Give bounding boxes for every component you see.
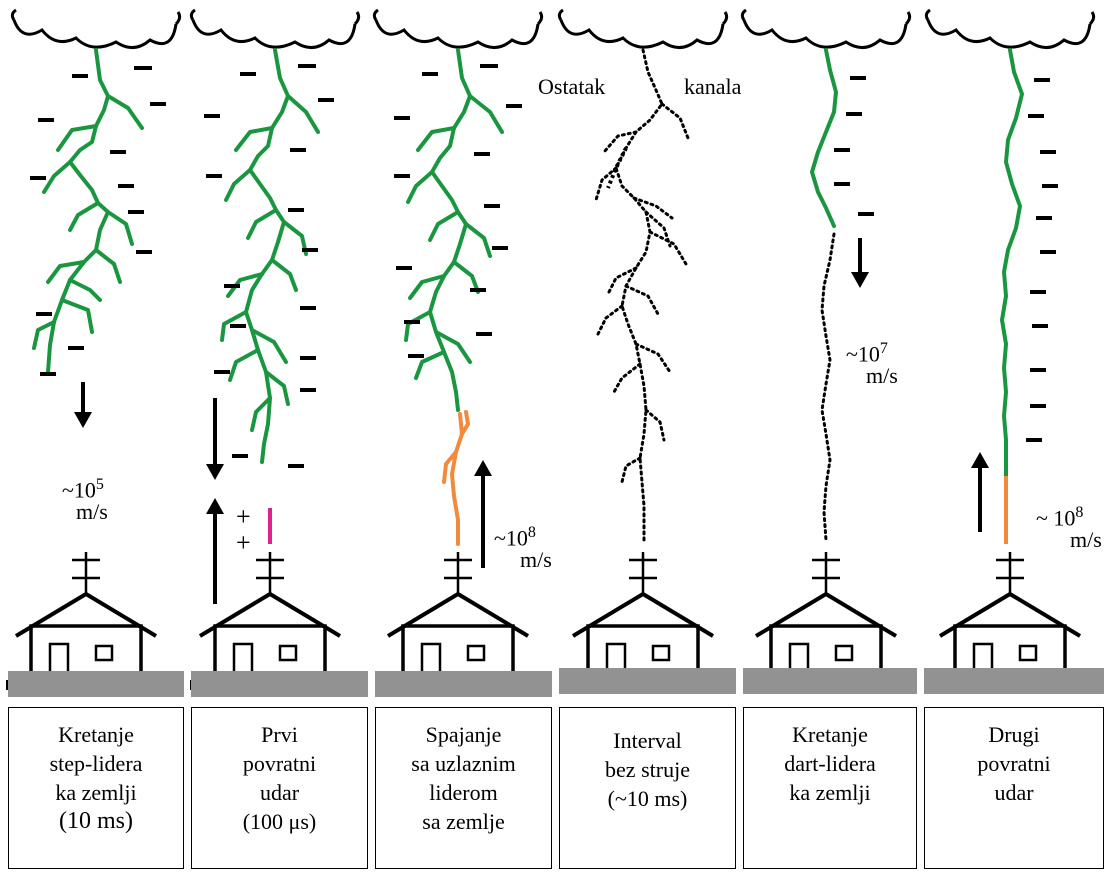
channel [1000, 48, 1024, 478]
down-arrow-icon [206, 398, 224, 480]
residual-channel [594, 48, 690, 542]
caption-text: Spajanje sa uzlaznim liderom sa zemlje [411, 722, 516, 834]
cloud-icon [740, 8, 912, 50]
panel-connecting [372, 8, 544, 692]
house-icon [4, 550, 168, 692]
step-leader-channel [32, 48, 144, 374]
up-arrow-icon [971, 452, 989, 532]
caption-connecting: Spajanje sa uzlaznim liderom sa zemlje [375, 707, 552, 869]
residual-channel-label-left: Ostatak [538, 74, 606, 99]
caption-text: Kretanje step-lidera ka zemlji [49, 722, 143, 805]
house-icon [376, 550, 540, 692]
caption-step-leader: Kretanje step-lidera ka zemlji (10 ms) [8, 707, 184, 869]
ground-bar [559, 668, 736, 694]
up-arrow-icon [206, 498, 224, 604]
panel-dart-leader [740, 8, 912, 692]
caption-time: (10 ms) [59, 808, 133, 834]
residual-channel-label-right: kanala [684, 74, 742, 99]
caption-text: Kretanje dart-lidera ka zemlji [784, 722, 876, 805]
caption-second-return-stroke: Drugi povratni udar [924, 707, 1104, 869]
panel-first-return-stroke [188, 8, 361, 692]
panel-interval [557, 8, 729, 692]
residual-channel-dark-segment [606, 147, 628, 189]
positive-charges: + + [236, 502, 251, 557]
down-arrow-icon [851, 238, 869, 288]
down-arrow-icon [74, 382, 92, 428]
caption-time: (100 μs) [242, 809, 317, 834]
dart-leader-channel [810, 48, 838, 228]
panel-second-return-stroke [924, 8, 1096, 692]
leader-channel [220, 48, 320, 464]
negative-charges [394, 64, 522, 358]
ground-bar [375, 671, 552, 697]
negative-charges [834, 76, 874, 216]
ground-bar [924, 668, 1104, 694]
negative-charges [30, 66, 166, 376]
up-arrow-icon [474, 460, 492, 568]
ground-bar [191, 671, 368, 697]
cloud-icon [189, 8, 361, 50]
caption-dart-leader: Kretanje dart-lidera ka zemlji [743, 707, 917, 869]
cloud-icon [10, 8, 182, 50]
panel-step-leader [4, 8, 182, 692]
cloud-icon [557, 8, 729, 50]
negative-charges [1026, 78, 1058, 442]
upward-leader [442, 410, 470, 546]
caption-interval: Interval bez struje (~10 ms) [559, 707, 736, 869]
caption-text: Drugi povratni udar [977, 722, 1051, 805]
cloud-icon [924, 8, 1096, 50]
ground-bar [743, 668, 917, 694]
negative-charges [204, 64, 334, 468]
caption-first-return-stroke: Prvi povratni udar (100 μs) [191, 707, 368, 869]
caption-text: Prvi povratni udar [242, 722, 317, 805]
ground-bar [8, 671, 184, 697]
caption-text: Interval bez struje (~10 ms) [605, 728, 690, 811]
leader-channel [404, 48, 504, 412]
residual-channel [820, 232, 836, 542]
cloud-icon [372, 8, 544, 50]
